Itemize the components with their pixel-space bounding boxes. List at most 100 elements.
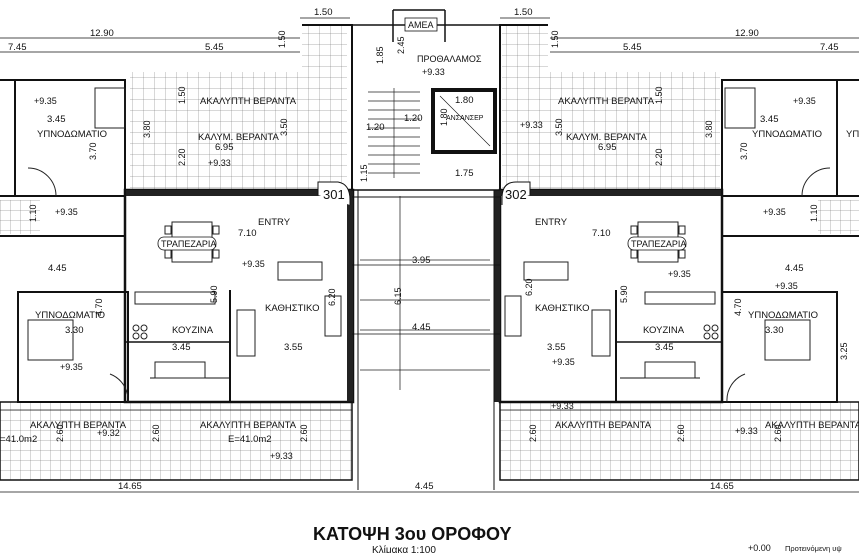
dimension-labels: 1.50 1.50 12.90 12.90 7.45 5.45 5.45 7.4… (8, 7, 849, 492)
dim-label: 5.90 (619, 285, 629, 303)
dim-label: 1.20 (404, 113, 423, 124)
dim-label: 3.45 (655, 342, 674, 353)
footnote-text: Προτεινόμενη υψ (785, 544, 842, 553)
dim-label: 2.45 (396, 36, 406, 54)
dim-label: 6.15 (393, 287, 403, 305)
dim-label: 3.55 (547, 342, 566, 353)
level-mark: +9.32 (97, 428, 120, 438)
amea-label: ΑΜΕΑ (408, 20, 434, 30)
level-mark: +9.35 (775, 281, 798, 291)
footnote-level: +0.00 (748, 543, 771, 553)
level-mark: +9.33 (520, 120, 543, 130)
dim-label: 3.45 (172, 342, 191, 353)
unit-badge-left: 301 (317, 181, 351, 205)
level-mark: +9.33 (270, 451, 293, 461)
dim-label: 1.50 (550, 30, 560, 48)
entry-label-right: ENTRY (535, 217, 568, 228)
level-mark: +9.33 (735, 426, 758, 436)
unit-number-right: 302 (505, 187, 527, 202)
dim-label: 6.20 (327, 288, 337, 306)
dim-label: 2.60 (55, 424, 65, 442)
open-veranda-label-bfr: ΑΚΑΛΥΠΤΗ ΒΕΡΑΝΤΑ (765, 420, 859, 431)
bedroom-label-tl: ΥΠΝΟΔΩΜΑΤΙΟ (37, 129, 107, 140)
lift-label: ΑΝΣΑΝΣΕΡ (446, 115, 484, 122)
bedroom-label-cut: ΥΠ (846, 129, 859, 140)
kitchen-label-left: ΚΟΥΖΙΝΑ (172, 325, 214, 336)
dim-label: 1.50 (277, 30, 287, 48)
dimension-lines (0, 17, 859, 493)
bedroom-label-bl: ΥΠΝΟΔΩΜΑΤΙΟ (35, 310, 105, 321)
covered-veranda-label-left: ΚΑΛΥΜ. ΒΕΡΑΝΤΑ (198, 132, 279, 143)
dim-label: 3.45 (47, 114, 66, 125)
dim-label: 3.55 (284, 342, 303, 353)
dim-label: 2.20 (177, 148, 187, 166)
dim-label: 4.45 (785, 263, 804, 274)
dim-label: 4.45 (48, 263, 67, 274)
dim-label: 3.70 (88, 142, 98, 160)
level-mark: +9.35 (763, 207, 786, 217)
kitchen-counter-left (134, 291, 216, 305)
dim-label: 6.95 (598, 142, 617, 153)
hall-label: ΠΡΟΘΑΛΑΜΟΣ (417, 54, 482, 64)
level-mark: +9.35 (552, 357, 575, 367)
bedroom-label-br: ΥΠΝΟΔΩΜΑΤΙΟ (748, 310, 818, 321)
bed-right-bottom (764, 319, 811, 361)
dim-label: 1.50 (177, 86, 187, 104)
room-labels: ΑΜΕΑ ΠΡΟΘΑΛΑΜΟΣ ΑΝΣΑΝΣΕΡ ΑΚΑΛΥΠΤΗ ΒΕΡΑΝΤ… (0, 17, 859, 445)
veranda-right-small (818, 200, 859, 234)
bedroom-label-tr: ΥΠΝΟΔΩΜΑΤΙΟ (752, 129, 822, 140)
sofa-right-mid (591, 309, 611, 357)
dim-label: 4.45 (412, 322, 431, 333)
level-mark: +9.33 (551, 401, 574, 411)
level-mark: +9.35 (55, 207, 78, 217)
walls (0, 9, 859, 490)
dim-label: 1.15 (359, 164, 369, 182)
dim-label: 6.20 (524, 278, 534, 296)
dim-label: 14.65 (710, 481, 734, 492)
dim-label: 3.80 (704, 120, 714, 138)
entry-label-left: ENTRY (258, 217, 291, 228)
plan-subtitle: Κλίμακα 1:100 (372, 544, 436, 553)
open-veranda-label-bm: ΑΚΑΛΥΠΤΗ ΒΕΡΑΝΤΑ (200, 420, 297, 431)
dim-label: 4.45 (415, 481, 434, 492)
dim-label: 12.90 (90, 28, 114, 39)
dim-label: 3.50 (279, 118, 289, 136)
level-mark: +9.33 (422, 67, 445, 77)
covered-veranda-label-right: ΚΑΛΥΜ. ΒΕΡΑΝΤΑ (566, 132, 647, 143)
unit-number-left: 301 (323, 187, 345, 202)
level-marks: +9.35 +9.33 +9.33 +9.33 +9.35 +9.35 +9.3… (34, 67, 816, 461)
dim-label: 7.10 (592, 228, 611, 239)
sofa-left-side (324, 295, 342, 337)
sofa-left-top (277, 261, 323, 281)
dim-label: 2.60 (676, 424, 686, 442)
bed-left-bottom (27, 319, 74, 361)
level-mark: +9.35 (793, 96, 816, 106)
dim-label: 7.45 (820, 42, 839, 53)
veranda-left-small (0, 200, 40, 234)
sofa-left-mid (236, 309, 256, 357)
bed-right-top (724, 87, 756, 129)
dim-label: 1.50 (314, 7, 333, 18)
dim-label: 3.80 (142, 120, 152, 138)
dim-label: 4.70 (94, 298, 104, 316)
dining-label-right: ΤΡΑΠΕΖΑΡΙΑ (631, 239, 686, 249)
living-label-left: ΚΑΘΗΣΤΙΚΟ (265, 303, 319, 314)
level-mark: +9.33 (208, 158, 231, 168)
level-mark: +9.35 (242, 259, 265, 269)
open-veranda-right-strip (502, 25, 548, 190)
title-block: ΚΑΤΟΨΗ 3ου ΟΡΟΦΟΥ Κλίμακα 1:100 +0.00 Πρ… (313, 524, 842, 553)
open-veranda-label-tl: ΑΚΑΛΥΠΤΗ ΒΕΡΑΝΤΑ (200, 96, 297, 107)
covered-veranda-left (130, 72, 302, 190)
dim-label: 4.70 (733, 298, 743, 316)
dim-label: 5.45 (623, 42, 642, 53)
plan-title: ΚΑΤΟΨΗ 3ου ΟΡΟΦΟΥ (313, 524, 512, 544)
sofa-right-side (504, 295, 522, 337)
open-veranda-label-tr: ΑΚΑΛΥΠΤΗ ΒΕΡΑΝΤΑ (558, 96, 655, 107)
kitchen-sink-right (644, 361, 696, 379)
dim-label: 2.20 (654, 148, 664, 166)
dim-label: 2.60 (299, 424, 309, 442)
dim-label: 1.80 (455, 95, 474, 106)
stairs (360, 88, 490, 371)
dim-label: 2.60 (151, 424, 161, 442)
